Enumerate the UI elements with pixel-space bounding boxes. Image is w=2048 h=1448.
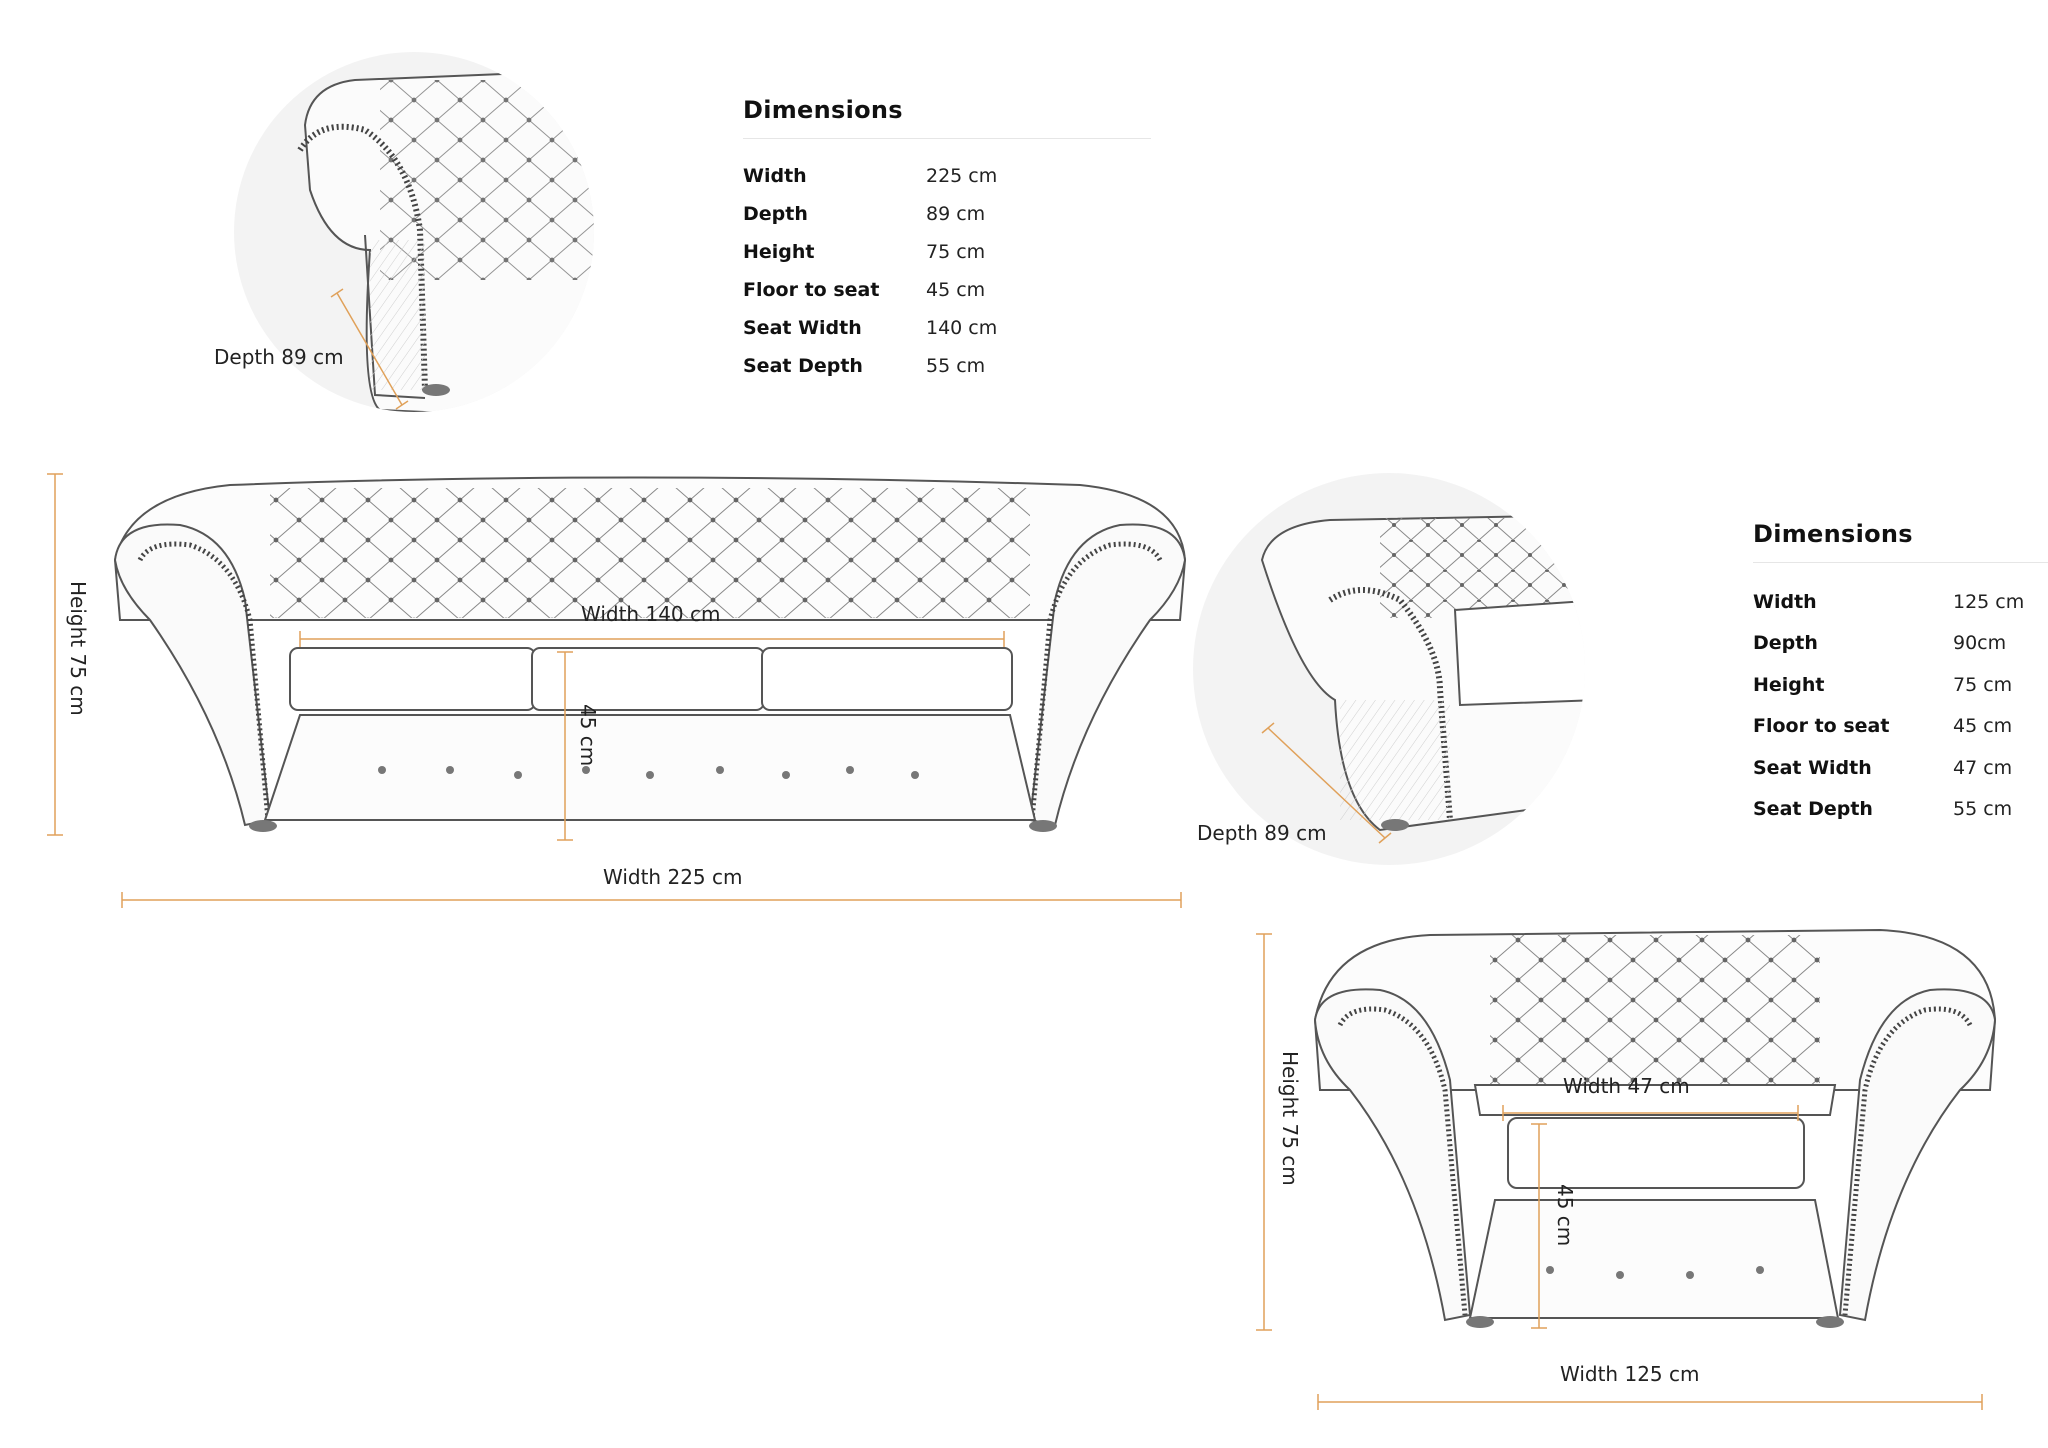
spec-key: Height: [743, 241, 815, 263]
spec-value: 225 cm: [926, 165, 998, 187]
spec-row: Seat Depth 55 cm: [1753, 789, 2048, 831]
spec-value: 55 cm: [1953, 798, 2013, 821]
spec-row: Seat Width 140 cm: [743, 309, 1151, 347]
sofa-dimensions-title: Dimensions: [743, 96, 1151, 139]
chair-side-detail: [1193, 473, 1585, 865]
spec-value: 75 cm: [1953, 673, 2013, 696]
sofa-dimension-lines: [47, 473, 1182, 908]
spec-value: 89 cm: [926, 203, 986, 225]
spec-key: Seat Width: [1753, 756, 1872, 779]
spec-key: Height: [1753, 673, 1825, 696]
spec-key: Depth: [743, 203, 808, 225]
spec-value: 90cm: [1953, 632, 2007, 655]
spec-value: 55 cm: [926, 355, 986, 377]
chair-width-label: Width 125 cm: [1560, 1362, 1700, 1386]
spec-row: Height 75 cm: [1753, 664, 2048, 706]
chair-seat-height-label: 45 cm: [1553, 1184, 1577, 1247]
spec-row: Depth 89 cm: [743, 195, 1151, 233]
sofa-front-sketch: [113, 476, 1187, 832]
spec-value: 47 cm: [1953, 756, 2013, 779]
sofa-depth-label: Depth 89 cm: [214, 345, 344, 369]
chair-seat-width-label: Width 47 cm: [1563, 1074, 1690, 1098]
spec-key: Width: [743, 165, 807, 187]
spec-key: Seat Depth: [743, 355, 863, 377]
spec-key: Seat Depth: [1753, 798, 1873, 821]
spec-row: Floor to seat 45 cm: [743, 271, 1151, 309]
chair-dimension-lines: [1256, 933, 1983, 1410]
spec-key: Width: [1753, 590, 1817, 613]
spec-row: Width 125 cm: [1753, 581, 2048, 623]
spec-row: Seat Depth 55 cm: [743, 347, 1151, 385]
spec-value: 125 cm: [1953, 590, 2025, 613]
spec-key: Floor to seat: [1753, 715, 1890, 738]
spec-row: Seat Width 47 cm: [1753, 747, 2048, 789]
spec-key: Seat Width: [743, 317, 862, 339]
chair-dimensions-title: Dimensions: [1753, 520, 2048, 563]
spec-key: Floor to seat: [743, 279, 880, 301]
spec-value: 140 cm: [926, 317, 998, 339]
spec-value: 75 cm: [926, 241, 986, 263]
sofa-height-label: Height 75 cm: [66, 581, 90, 716]
sofa-seat-height-label: 45 cm: [576, 704, 600, 767]
chair-dimensions-table: Dimensions Width 125 cm Depth 90cm Heigh…: [1753, 520, 2048, 830]
sofa-seat-width-label: Width 140 cm: [581, 602, 721, 626]
spec-value: 45 cm: [926, 279, 986, 301]
sofa-dimensions-table: Dimensions Width 225 cm Depth 89 cm Heig…: [743, 96, 1151, 385]
spec-row: Width 225 cm: [743, 157, 1151, 195]
spec-key: Depth: [1753, 632, 1818, 655]
spec-row: Floor to seat 45 cm: [1753, 706, 2048, 748]
chair-depth-label: Depth 89 cm: [1197, 821, 1327, 845]
sofa-width-label: Width 225 cm: [603, 865, 743, 889]
spec-row: Height 75 cm: [743, 233, 1151, 271]
armchair-front-sketch: [1313, 928, 1997, 1328]
spec-value: 45 cm: [1953, 715, 2013, 738]
sofa-arm-detail: [234, 52, 594, 412]
spec-row: Depth 90cm: [1753, 623, 2048, 665]
chair-height-label: Height 75 cm: [1278, 1051, 1302, 1186]
